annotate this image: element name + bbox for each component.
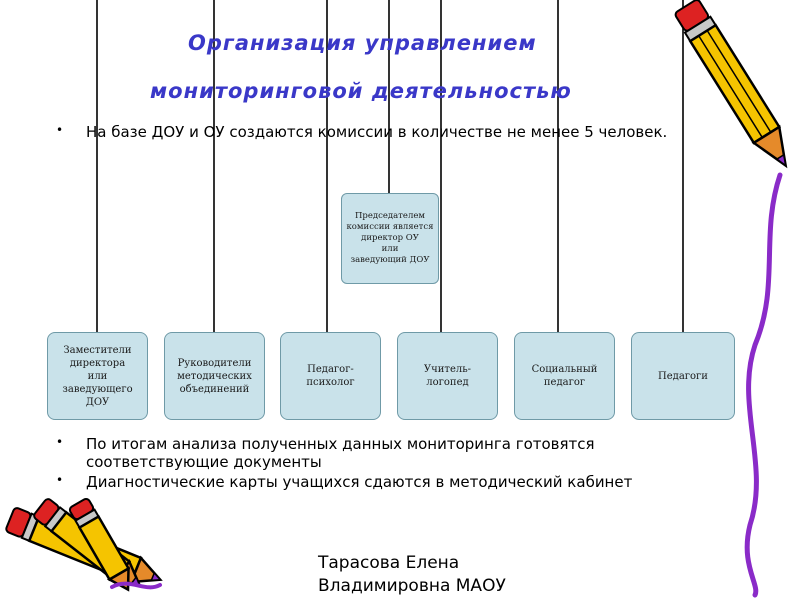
bullet-documents-line2: соответствующие документы: [86, 453, 322, 471]
bullet-marker: •: [56, 123, 63, 137]
bullet-commission: • На базе ДОУ и ОУ создаются комиссии в …: [56, 123, 736, 143]
chairman-box: Председателем комиссии является директор…: [341, 193, 439, 284]
pencils-bundle-icon: [0, 497, 170, 597]
squiggle-icon: [740, 175, 800, 595]
bullet-marker: •: [56, 435, 63, 449]
bullet-documents: • По итогам анализа полученных данных мо…: [56, 435, 696, 473]
bullet-documents-line1: По итогам анализа полученных данных мони…: [86, 435, 595, 453]
bullet-marker: •: [56, 473, 63, 487]
member-box-speech-therapist: Учитель- логопед: [397, 332, 498, 420]
member-box-social-pedagogue: Социальный педагог: [514, 332, 615, 420]
title-line-1: Организация управлением: [188, 31, 537, 55]
bullet-diagnostic-text: Диагностические карты учащихся сдаются в…: [86, 473, 632, 491]
author-line-2: Владимировна МАОУ: [318, 576, 506, 596]
pencil-icon: [676, 0, 796, 200]
author-line-1: Тарасова Елена: [318, 553, 459, 573]
member-box-method-heads: Руководители методических объединений: [164, 332, 265, 420]
bullet-diagnostic-cards: • Диагностические карты учащихся сдаются…: [56, 473, 696, 493]
member-box-psychologist: Педагог- психолог: [280, 332, 381, 420]
member-box-teachers: Педагоги: [631, 332, 735, 420]
title-line-2: мониторинговой деятельностью: [150, 79, 572, 103]
member-box-deputies: Заместители директора или заведующего ДО…: [47, 332, 148, 420]
bullet-commission-text: На базе ДОУ и ОУ создаются комиссии в ко…: [86, 123, 667, 141]
